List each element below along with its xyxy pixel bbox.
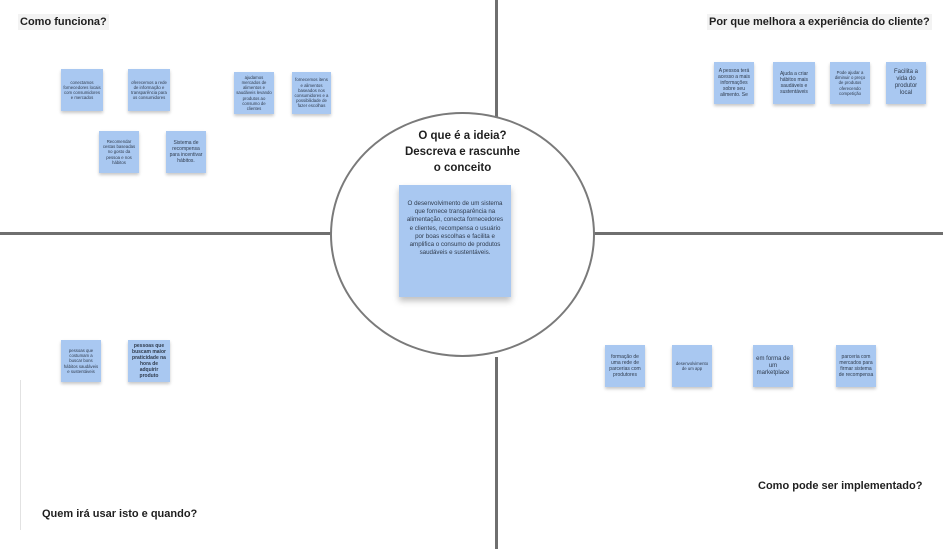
sticky-note-why-2[interactable]: Ajuda a criar hábitos mais saudáveis e s… — [773, 62, 815, 104]
sticky-note-impl-2[interactable]: desenvolvimento de um app — [672, 345, 712, 387]
quadrant-title-why-better[interactable]: Por que melhora a experiência do cliente… — [707, 14, 932, 30]
sticky-note-how-6[interactable]: Sistema de recompensa para incentivar há… — [166, 131, 206, 173]
sticky-note-text: pessoas que costumam a buscar bons hábit… — [63, 347, 99, 374]
sticky-note-text: parceria com mercados para firmar sistem… — [838, 354, 874, 378]
horizontal-divider-left — [0, 232, 332, 235]
faint-guide-line — [20, 380, 21, 530]
sticky-note-how-5[interactable]: Recomendar cestas baseadas no gosto da p… — [99, 131, 139, 173]
sticky-note-text: fornecemos itens e alimentos baseados no… — [294, 77, 329, 109]
sticky-note-text: ajudamos mercados de alimentos e saudáve… — [236, 74, 272, 112]
sticky-note-why-1[interactable]: A pessoa terá acesso a mais informações … — [714, 62, 754, 104]
sticky-note-how-2[interactable]: oferecemos a rede de informação e transp… — [128, 69, 170, 111]
sticky-note-how-3[interactable]: ajudamos mercados de alimentos e saudáve… — [234, 72, 274, 114]
concept-sticky-note[interactable]: O desenvolvimento de um sistema que forn… — [399, 185, 511, 297]
sticky-note-text: Recomendar cestas baseadas no gosto da p… — [102, 138, 136, 165]
sticky-note-why-4[interactable]: Facilita a vida do produtor local — [886, 62, 926, 104]
sticky-note-text: conectamos fornecedores locais com consu… — [63, 79, 101, 101]
quadrant-title-implementation[interactable]: Como pode ser implementado? — [758, 480, 923, 492]
sticky-note-text: Sistema de recompensa para incentivar há… — [169, 140, 203, 164]
sticky-note-impl-1[interactable]: formação de uma rede de parcerias com pr… — [605, 345, 645, 387]
quadrant-title-who-when[interactable]: Quem irá usar isto e quando? — [42, 508, 198, 520]
sticky-note-how-4[interactable]: fornecemos itens e alimentos baseados no… — [292, 72, 331, 114]
sticky-note-text: desenvolvimento de um app — [675, 360, 709, 371]
sticky-note-text: oferecemos a rede de informação e transp… — [131, 79, 167, 101]
sticky-note-text: formação de uma rede de parcerias com pr… — [609, 354, 641, 378]
sticky-note-how-1[interactable]: conectamos fornecedores locais com consu… — [61, 69, 103, 111]
center-title[interactable]: O que é a ideia? Descreva e rascunhe o c… — [404, 130, 521, 174]
sticky-note-why-3[interactable]: Pode ajudar a diminuir o preço de produt… — [830, 62, 870, 104]
sticky-note-text: Ajuda a criar hábitos mais saudáveis e s… — [779, 71, 809, 95]
vertical-divider-bottom — [495, 357, 498, 549]
sticky-note-text: A pessoa terá acesso a mais informações … — [718, 68, 750, 98]
sticky-note-text: pessoas que buscam maior praticidade na … — [132, 343, 166, 379]
vertical-divider-top — [495, 0, 498, 120]
sticky-note-impl-4[interactable]: parceria com mercados para firmar sistem… — [836, 345, 876, 387]
sticky-note-who-1[interactable]: pessoas que costumam a buscar bons hábit… — [61, 340, 101, 382]
sticky-note-text: Facilita a vida do produtor local — [893, 69, 918, 96]
horizontal-divider-right — [590, 232, 943, 235]
sticky-note-who-2[interactable]: pessoas que buscam maior praticidade na … — [128, 340, 170, 382]
sticky-note-impl-3[interactable]: em forma de um marketplace — [753, 345, 793, 387]
sticky-note-text: em forma de um marketplace — [756, 355, 790, 376]
quadrant-title-how-it-works[interactable]: Como funciona? — [18, 14, 109, 30]
sticky-note-text: Pode ajudar a diminuir o preço de produt… — [834, 69, 866, 96]
